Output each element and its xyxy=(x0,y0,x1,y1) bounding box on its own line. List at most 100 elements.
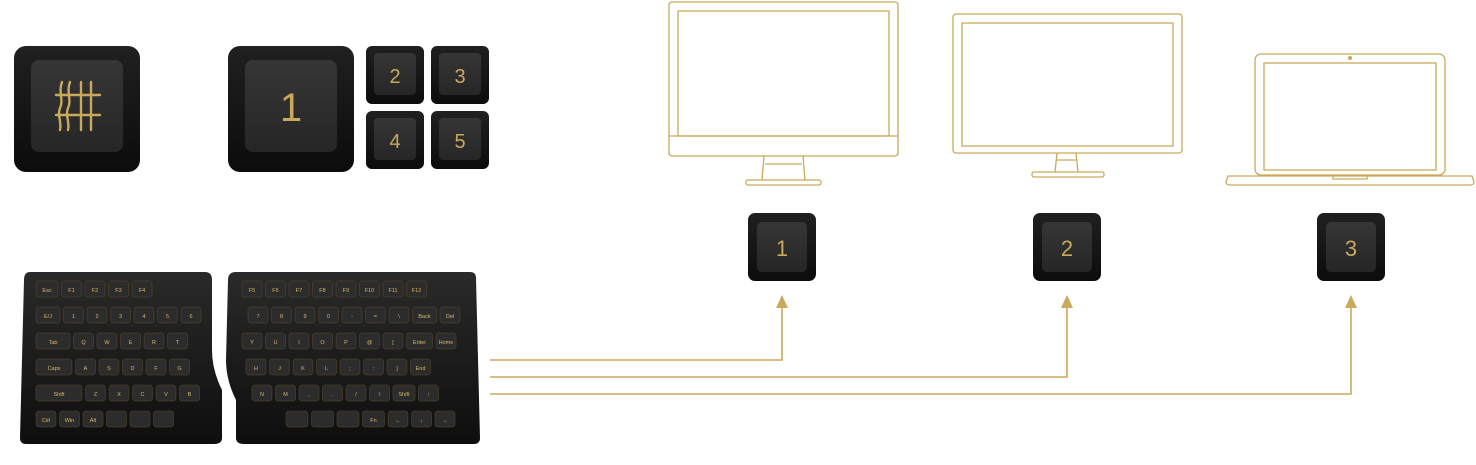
keyboard-key-label: 3 xyxy=(119,314,122,320)
keyboard-key-label: H xyxy=(254,366,258,372)
keyboard-key-label: ; xyxy=(349,366,351,372)
arrow-up-icon xyxy=(1061,295,1073,308)
keyboard-key xyxy=(73,332,94,350)
keyboard-key xyxy=(412,306,437,324)
keyboard-key-label: , xyxy=(308,392,310,398)
keyboard-key-label: Alt xyxy=(90,418,97,424)
keyboard-key xyxy=(82,410,104,428)
keyboard-key-label: R xyxy=(152,340,156,346)
keyboard-key-label: ↑ xyxy=(427,392,430,398)
keyboard-key xyxy=(285,410,309,428)
arrow-up-icon xyxy=(1345,295,1357,308)
keyboard-key xyxy=(35,384,83,402)
keyboard-key xyxy=(382,280,404,298)
keyboard-key xyxy=(388,306,410,324)
keyboard-key-label: @ xyxy=(367,340,373,346)
keyboard-key xyxy=(365,306,386,324)
keyboard-key xyxy=(75,358,96,376)
keyboard-key-label: T xyxy=(176,340,180,346)
arrow-up-icon xyxy=(776,295,788,308)
keyboard-key xyxy=(35,306,61,324)
keyboard-key xyxy=(133,306,155,324)
keyboard-key xyxy=(241,332,263,350)
keyboard-key xyxy=(418,384,439,402)
keyboard-key xyxy=(359,280,380,298)
keyboard-key-label: Win xyxy=(65,418,74,424)
keyboard-key xyxy=(153,410,174,428)
channel-key-large-label: 1 xyxy=(280,86,302,130)
keyboard-key xyxy=(143,332,165,350)
arrow-icons xyxy=(776,295,1357,308)
keyboard-key-label: C xyxy=(141,392,145,398)
channel-key-5-label: 5 xyxy=(454,131,465,153)
keyboard-key xyxy=(157,306,178,324)
keyboard-key xyxy=(108,384,130,402)
keyboard-key xyxy=(288,280,310,298)
keyboard-key xyxy=(35,358,73,376)
keyboard-key-label: Shift xyxy=(398,392,409,398)
keyboard-key-label: X xyxy=(117,392,121,398)
keyboard-key-label: 6 xyxy=(189,314,192,320)
keyboard-key xyxy=(411,410,432,428)
channel-key-large: 1 xyxy=(228,46,354,172)
keyboard-key xyxy=(265,332,286,350)
keyboard-key xyxy=(369,384,390,402)
keyboard-key-label: Enter xyxy=(413,340,426,346)
channel-key-4: 4 xyxy=(366,111,424,169)
connection-line-3 xyxy=(490,306,1352,395)
keyboard-key xyxy=(145,358,167,376)
keyboard-key xyxy=(96,332,118,350)
keyboard-key-label: J xyxy=(278,366,281,372)
device-key-1: 1 xyxy=(748,213,816,281)
keyboard-key xyxy=(275,384,296,402)
keyboard-key-label: F10 xyxy=(365,288,374,294)
keyboard-key xyxy=(312,332,333,350)
keyboard-key-label: F12 xyxy=(412,288,421,294)
keyboard-key-label: F6 xyxy=(272,288,278,294)
keyboard-key xyxy=(434,410,456,428)
keyboard-key-label: End xyxy=(416,366,426,372)
keyboard-key-label: Tab xyxy=(49,340,58,346)
keyboard-key xyxy=(180,306,202,324)
keyboard-key xyxy=(131,280,153,298)
keyboard-key-label: S xyxy=(107,366,111,372)
keyboard-key-label: ] xyxy=(396,366,398,372)
keyboard-key-label: \ xyxy=(398,314,400,320)
keyboard-key-label: N xyxy=(260,392,264,398)
keyboard-key-label: E/J xyxy=(44,314,52,320)
keyboard-key-label: O xyxy=(320,340,325,346)
keyboard-key-label: Back xyxy=(418,314,430,320)
keyboard-key-label: [ xyxy=(392,340,394,346)
keyboard-key xyxy=(336,410,360,428)
keyboard-key xyxy=(362,410,385,428)
keyboard-key xyxy=(341,306,363,324)
connection-lines xyxy=(490,306,1352,395)
keyboard-key-label: Fn xyxy=(370,418,376,424)
device-key-2: 2 xyxy=(1033,213,1101,281)
keyboard-key xyxy=(132,384,153,402)
keyboard-key xyxy=(271,306,292,324)
laptop-icon xyxy=(1225,53,1475,186)
keyboard-key-label: - xyxy=(351,314,353,320)
keyboard-key xyxy=(129,410,151,428)
channel-key-3: 3 xyxy=(431,46,489,104)
keyboard-key-label: Del xyxy=(446,314,454,320)
keyboard-key-label: ← xyxy=(395,418,401,424)
keyboard-key xyxy=(35,332,71,350)
keyboard-key-label: W xyxy=(104,340,110,346)
keyboard-key-label: Ctrl xyxy=(42,418,51,424)
keyboard-key-label: 4 xyxy=(142,314,145,320)
keyboard-key-label: 7 xyxy=(256,314,259,320)
keyboard-key xyxy=(294,306,316,324)
keyboard-key xyxy=(84,280,106,298)
keyboard-key xyxy=(245,358,267,376)
multi-device-key xyxy=(14,46,140,172)
keyboard-key-label: U xyxy=(274,340,278,346)
keyboard-key-label: Y xyxy=(250,340,254,346)
keyboard-key xyxy=(86,306,108,324)
keyboard-key-label: F3 xyxy=(115,288,121,294)
keyboard-key xyxy=(410,358,431,376)
